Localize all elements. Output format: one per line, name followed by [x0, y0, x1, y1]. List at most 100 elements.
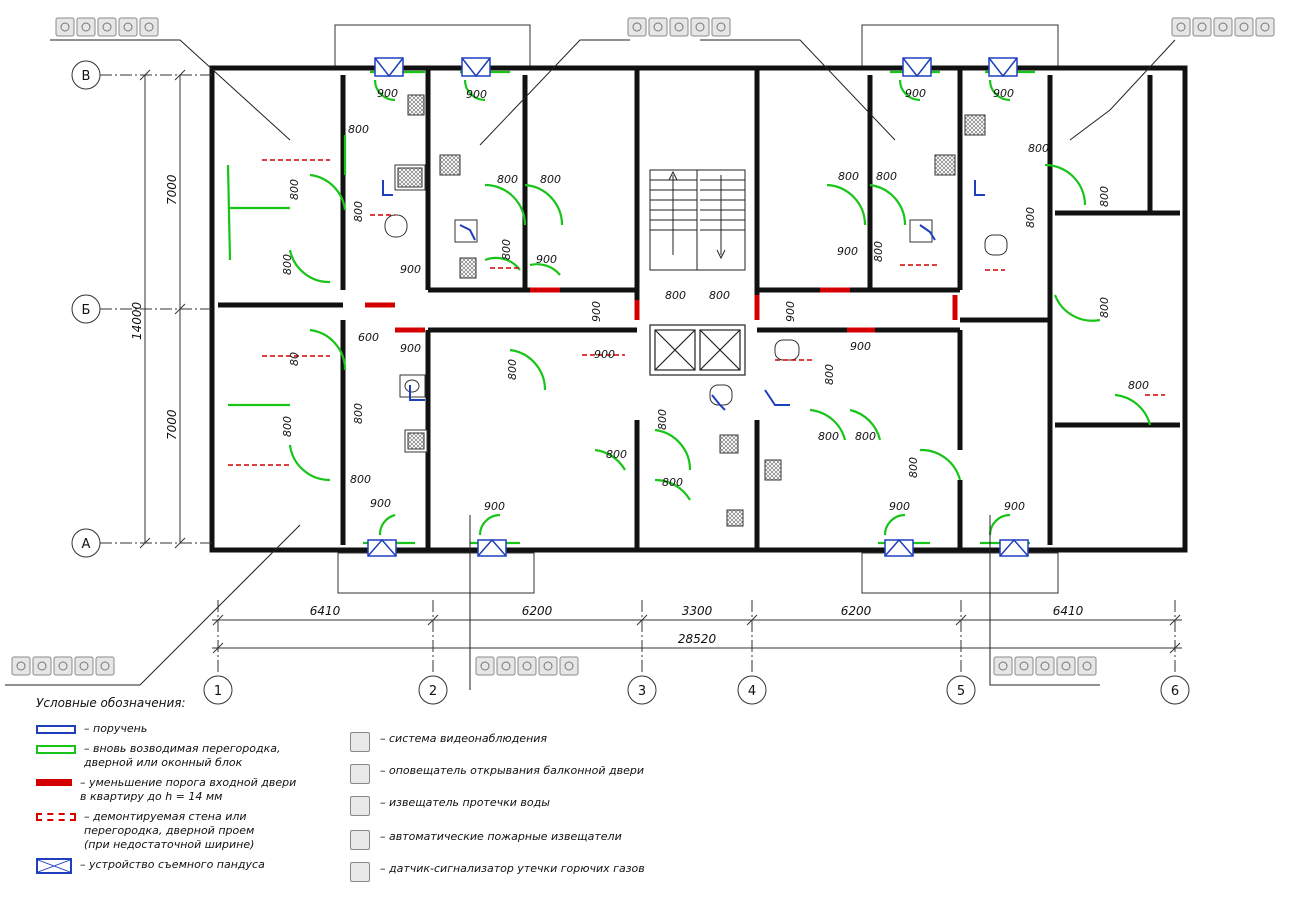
- water-leak-icon-glyph: [1040, 661, 1050, 671]
- water-leak-icon: [1035, 656, 1055, 676]
- camera-icon: [475, 656, 495, 676]
- legend-device-text: – датчик-сигнализатор утечки горючих газ…: [380, 862, 645, 875]
- legend-device-fire: – автоматические пожарные извещатели: [350, 830, 622, 850]
- legend: Условные обозначения: – поручень – вновь…: [36, 696, 696, 911]
- legend-device-text: – извещатель протечки воды: [380, 796, 550, 809]
- water-leak-icon: [350, 796, 370, 816]
- door-label: 900: [889, 500, 910, 513]
- door-label: 900: [850, 340, 871, 353]
- door-label: 800: [1098, 186, 1111, 207]
- legend-item-ramp: – устройство съемного пандуса: [36, 858, 265, 874]
- door-label: 900: [370, 497, 391, 510]
- door-label: 800: [348, 123, 369, 136]
- alarm-icon-glyph: [1197, 22, 1207, 32]
- camera-icon-glyph: [1176, 22, 1186, 32]
- door-label: 800: [662, 476, 683, 489]
- door-label: 800: [352, 403, 365, 424]
- legend-text: перегородка, дверной проем: [84, 824, 255, 837]
- legend-text: дверной или оконный блок: [84, 756, 243, 769]
- water-leak-icon-glyph: [1218, 22, 1228, 32]
- lifts: [649, 324, 746, 376]
- bearing-walls: [218, 68, 1180, 550]
- water-leak-icon-glyph: [522, 661, 532, 671]
- dim-span-2: 6200: [522, 604, 553, 618]
- alarm-icon: [76, 17, 96, 37]
- dim-vertical-total: 14000: [130, 301, 144, 340]
- door-label: 900: [377, 87, 398, 100]
- dim-vertical-lower: 7000: [165, 409, 179, 440]
- demolished-walls: [228, 159, 1165, 466]
- device-icon-strip: [11, 656, 115, 676]
- fire-detector-icon: [690, 17, 710, 37]
- dim-span-3: 3300: [682, 604, 713, 618]
- water-leak-icon-glyph: [102, 22, 112, 32]
- camera-icon: [55, 17, 75, 37]
- device-icon-strip: [1171, 17, 1275, 37]
- device-icon-strip: [475, 656, 579, 676]
- door-label: 800: [1028, 142, 1049, 155]
- fire-detector-icon-glyph: [79, 661, 89, 671]
- door-label: 900: [784, 301, 797, 322]
- door-label: 800: [352, 201, 365, 222]
- legend-text: – поручень: [84, 722, 148, 735]
- door-label: 900: [590, 301, 603, 322]
- water-leak-icon: [97, 17, 117, 37]
- device-icon-strip: [627, 17, 731, 37]
- door-label: 800: [709, 289, 730, 302]
- legend-item-threshold: – уменьшение порога входной двери в квар…: [36, 776, 296, 804]
- door-label: 800: [665, 289, 686, 302]
- fire-detector-icon: [1056, 656, 1076, 676]
- fire-detector-icon: [538, 656, 558, 676]
- water-leak-icon-glyph: [58, 661, 68, 671]
- legend-title: Условные обозначения:: [36, 696, 186, 710]
- alarm-icon-glyph: [1019, 661, 1029, 671]
- door-label: 900: [594, 348, 615, 361]
- legend-device-alarm: – оповещатель открывания балконной двери: [350, 764, 644, 784]
- fire-detector-icon-glyph: [1061, 661, 1071, 671]
- camera-icon: [1171, 17, 1191, 37]
- door-label: 900: [837, 245, 858, 258]
- device-icon-strip: [55, 17, 159, 37]
- door-label: 800: [288, 179, 301, 200]
- axis-label-row-b: Б: [82, 303, 91, 318]
- axis-label-col-3: 3: [638, 684, 646, 699]
- legend-item-handrail: – поручень: [36, 722, 147, 736]
- door-label: 800: [1098, 297, 1111, 318]
- fire-detector-icon-glyph: [123, 22, 133, 32]
- ramps: [367, 57, 1029, 557]
- axis-label-col-2: 2: [429, 684, 437, 699]
- door-label: 900: [484, 500, 505, 513]
- door-label: 900: [400, 342, 421, 355]
- legend-device-water: – извещатель протечки воды: [350, 796, 550, 816]
- door-label: 800: [506, 359, 519, 380]
- dim-vertical-upper: 7000: [165, 174, 179, 205]
- water-leak-icon: [53, 656, 73, 676]
- legend-device-text: – автоматические пожарные извещатели: [380, 830, 622, 843]
- legend-text: – устройство съемного пандуса: [80, 858, 265, 871]
- camera-icon-glyph: [16, 661, 26, 671]
- gas-detector-icon-glyph: [1082, 661, 1092, 671]
- door-label: 800: [823, 364, 836, 385]
- legend-device-gas: – датчик-сигнализатор утечки горючих газ…: [350, 862, 645, 882]
- device-icon-strip: [993, 656, 1097, 676]
- col-axes: [203, 600, 1190, 705]
- gas-detector-icon: [559, 656, 579, 676]
- door-label: 800: [497, 173, 518, 186]
- legend-item-demolished: – демонтируемая стена или перегородка, д…: [36, 810, 254, 852]
- door-label: 800: [656, 409, 669, 430]
- alarm-icon: [1192, 17, 1212, 37]
- alarm-icon-glyph: [501, 661, 511, 671]
- door-label: 800: [281, 254, 294, 275]
- legend-device-text: – оповещатель открывания балконной двери: [380, 764, 644, 777]
- gas-detector-icon: [350, 862, 370, 882]
- legend-text: – уменьшение порога входной двери: [80, 776, 297, 789]
- camera-icon: [350, 732, 370, 752]
- camera-icon-glyph: [480, 661, 490, 671]
- gas-detector-icon: [1255, 17, 1275, 37]
- row-axes: [71, 60, 212, 558]
- legend-device-camera: – система видеонаблюдения: [350, 732, 547, 752]
- camera-icon: [627, 17, 647, 37]
- camera-icon: [11, 656, 31, 676]
- door-labels: 900 900 900 900 800 800 800 800 800 800 …: [281, 87, 1149, 513]
